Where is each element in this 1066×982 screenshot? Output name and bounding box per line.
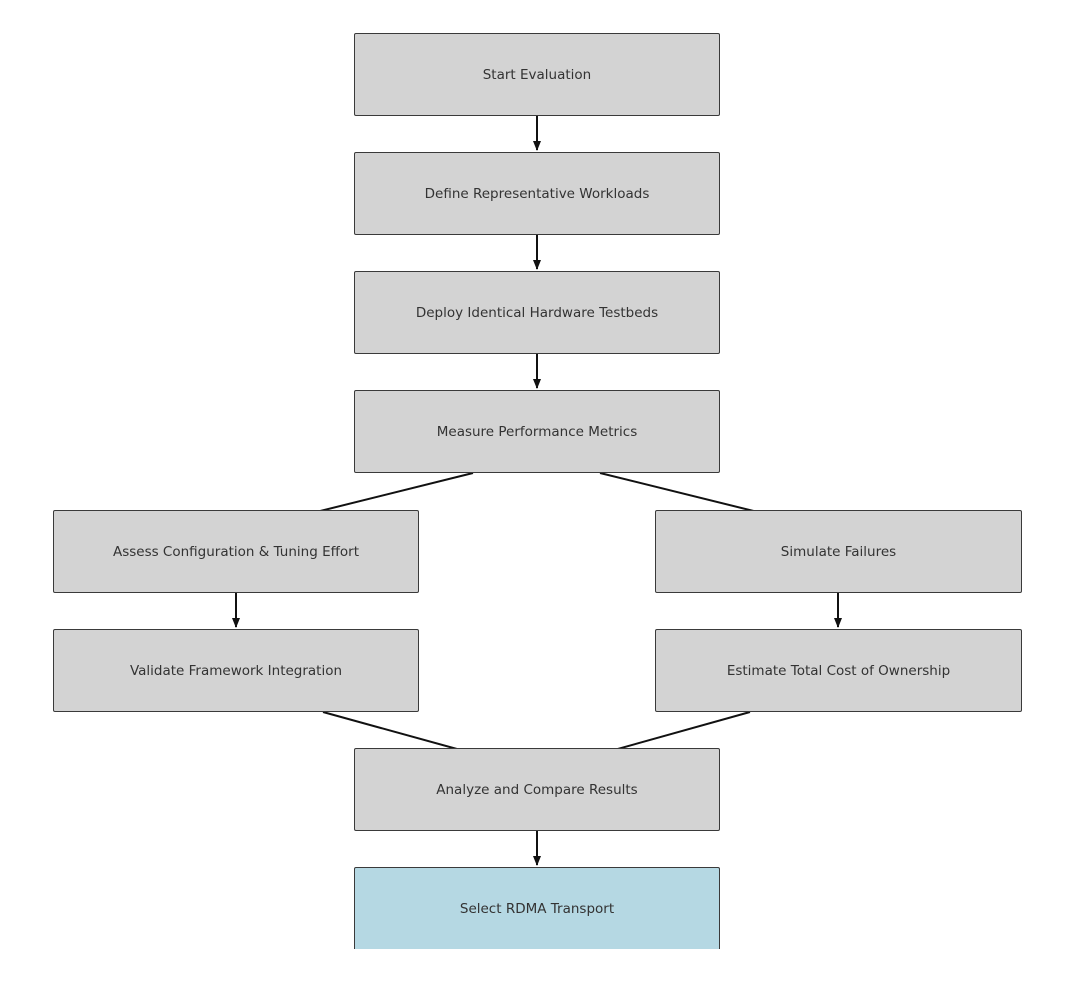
node-define-representative-workloads: Define Representative Workloads [354, 152, 720, 235]
node-label: Select RDMA Transport [459, 900, 615, 917]
node-deploy-identical-hardware-testbeds: Deploy Identical Hardware Testbeds [354, 271, 720, 354]
node-assess-configuration-tuning-effort: Assess Configuration & Tuning Effort [53, 510, 419, 593]
node-label: Estimate Total Cost of Ownership [726, 662, 951, 679]
node-validate-framework-integration: Validate Framework Integration [53, 629, 419, 712]
node-measure-performance-metrics: Measure Performance Metrics [354, 390, 720, 473]
node-label: Deploy Identical Hardware Testbeds [415, 304, 659, 321]
node-label: Measure Performance Metrics [436, 423, 638, 440]
node-label: Start Evaluation [482, 66, 592, 83]
node-estimate-total-cost-of-ownership: Estimate Total Cost of Ownership [655, 629, 1022, 712]
node-label: Simulate Failures [780, 543, 897, 560]
node-simulate-failures: Simulate Failures [655, 510, 1022, 593]
node-label: Define Representative Workloads [424, 185, 650, 202]
node-start-evaluation: Start Evaluation [354, 33, 720, 116]
node-analyze-and-compare-results: Analyze and Compare Results [354, 748, 720, 831]
node-label: Assess Configuration & Tuning Effort [112, 543, 360, 560]
node-label: Analyze and Compare Results [436, 781, 638, 798]
node-select-rdma-transport: Select RDMA Transport [354, 867, 720, 949]
node-label: Validate Framework Integration [129, 662, 343, 679]
